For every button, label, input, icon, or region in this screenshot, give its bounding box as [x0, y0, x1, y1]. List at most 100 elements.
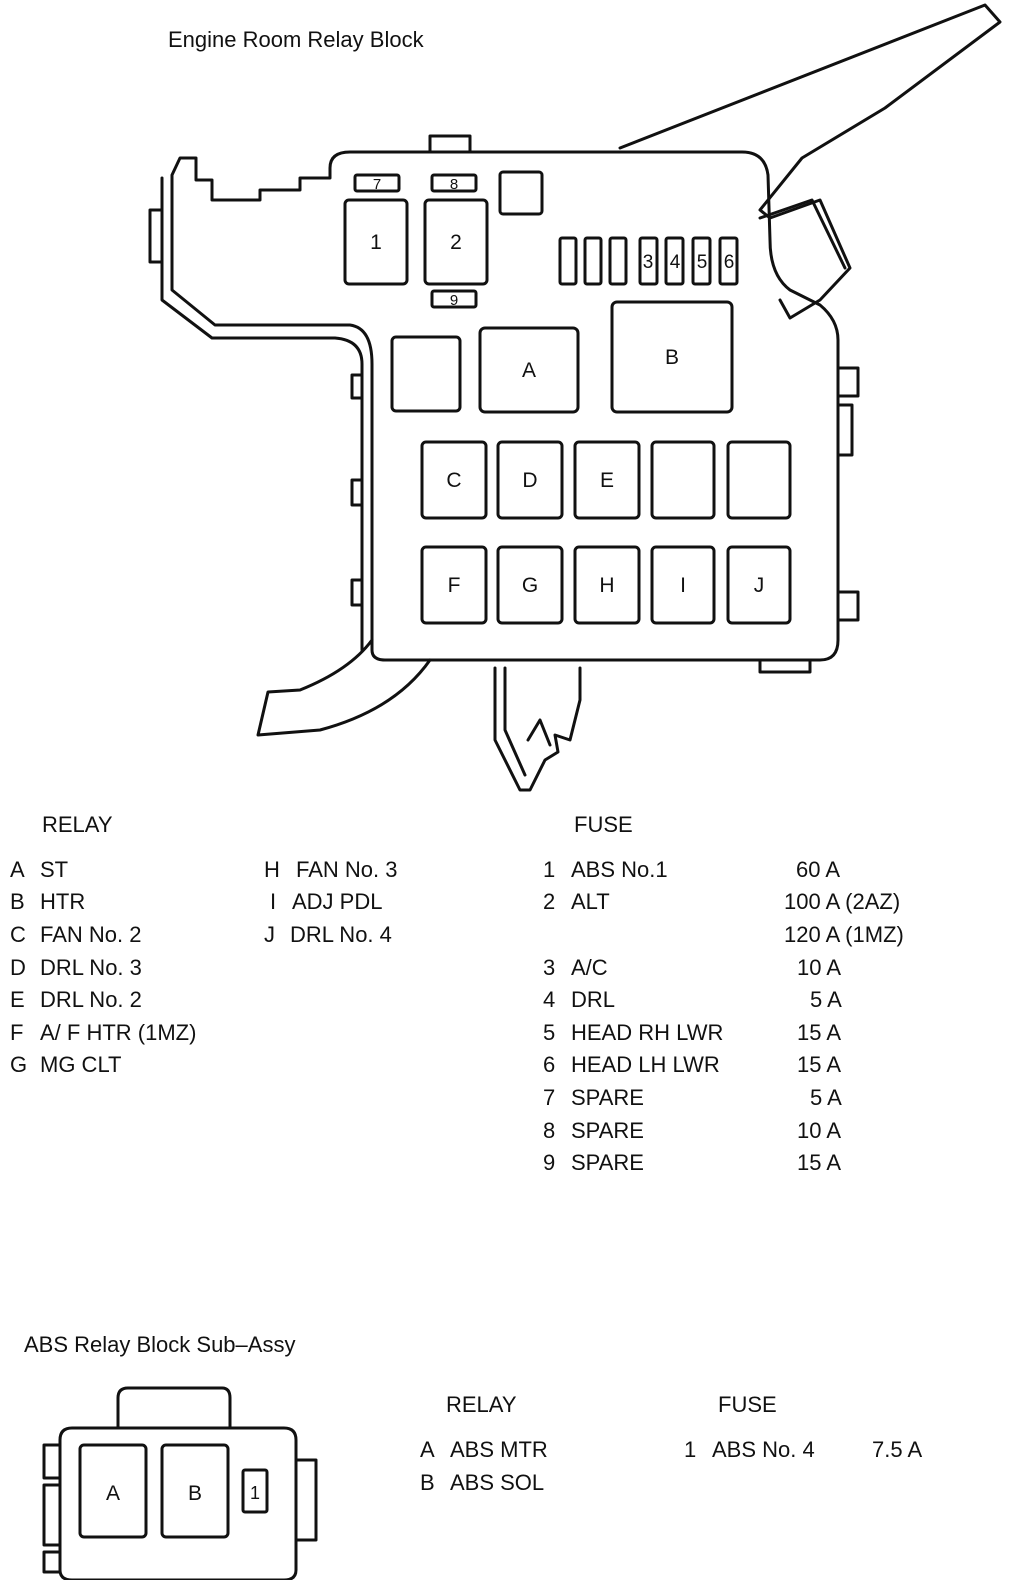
mounting-arm-inner [758, 198, 847, 270]
relay-key: B [10, 889, 25, 914]
relay-key: D [10, 955, 26, 980]
relay-key: I [270, 889, 277, 914]
relay-h-slot [573, 545, 641, 625]
relay-key: A [10, 857, 25, 882]
fuse-name: SPARE [571, 1150, 644, 1175]
relay-b-label: B [665, 346, 679, 369]
relay-name: MG CLT [40, 1052, 122, 1077]
abs-top-tab [116, 1386, 232, 1428]
empty-relay-socket-2 [650, 440, 716, 520]
abs-left-tab-3 [42, 1550, 60, 1574]
abs-block-title: ABS Relay Block Sub–Assy [24, 1332, 296, 1357]
fuse-name: ALT [571, 889, 610, 914]
fuse-1-slot [343, 198, 409, 286]
fuse-key: 4 [543, 987, 556, 1012]
fuse-name: HEAD RH LWR [571, 1020, 724, 1045]
relay-name: FAN No. 3 [296, 857, 398, 882]
fuse-7-slot [353, 173, 401, 193]
fuse-6-label: 6 [724, 252, 735, 273]
relay-name: DRL No. 3 [40, 955, 142, 980]
fuse-4-label: 4 [670, 252, 681, 273]
fuse-amps: 5 A [810, 1085, 842, 1110]
fuse-name: HEAD LH LWR [571, 1052, 720, 1077]
left-clip-3 [350, 578, 364, 607]
mini-fuse-blank-3 [608, 236, 628, 286]
abs-relay-block-diagram: A B 1 [42, 1386, 318, 1580]
relay-name: ADJ PDL [292, 889, 383, 914]
relay-j-label: J [754, 574, 765, 597]
fuse-key: 6 [543, 1052, 556, 1077]
lower-left-foot [256, 638, 432, 737]
fuse-3-label: 3 [643, 252, 654, 273]
abs-relay-a-slot [78, 1443, 148, 1539]
engine-room-relay-block-diagram: 7 8 9 1 2 3 4 5 6 A B C D E F G H I J [148, 3, 1002, 792]
fuse-amps: 100 A (2AZ) [784, 889, 901, 914]
relay-key: C [10, 922, 26, 947]
fuse-amps: 10 A [797, 1118, 842, 1143]
abs-fuse-1-label: 1 [250, 1483, 260, 1503]
fuse-name: SPARE [571, 1118, 644, 1143]
fuse-key: 5 [543, 1020, 556, 1045]
fuse-9-slot [430, 289, 478, 309]
relay-name: A/ F HTR (1MZ) [40, 1020, 197, 1045]
abs-relay-key: A [420, 1437, 435, 1462]
abs-relay-key: B [420, 1470, 435, 1495]
relay-h-label: H [599, 574, 614, 597]
fuse-2-slot [423, 198, 489, 286]
relay-c-label: C [446, 469, 461, 492]
empty-socket-top [498, 170, 544, 216]
abs-relay-heading: RELAY [446, 1392, 517, 1417]
relay-key: G [10, 1052, 28, 1077]
abs-left-tab-1 [42, 1443, 60, 1480]
relay-name: ST [40, 857, 69, 882]
fuse-1-label: 1 [370, 231, 382, 254]
fuse-8-slot [430, 173, 478, 193]
fuse-name: A/C [571, 955, 608, 980]
relay-b-slot [610, 300, 734, 414]
mini-fuse-blank-1 [558, 236, 578, 286]
relay-name: FAN No. 2 [40, 922, 142, 947]
fuse-6-slot [718, 236, 739, 286]
top-tab [428, 134, 472, 154]
abs-fuse-heading: FUSE [718, 1392, 777, 1417]
abs-relay-name: ABS SOL [450, 1470, 545, 1495]
empty-relay-socket [390, 335, 462, 413]
engine-block-title: Engine Room Relay Block [168, 27, 424, 52]
relay-a-slot [478, 326, 580, 414]
right-tab-2 [836, 403, 854, 457]
mini-fuse-blank-2 [583, 236, 603, 286]
fuse-key: 3 [543, 955, 556, 980]
bottom-connector-inner [503, 666, 527, 777]
relay-heading: RELAY [42, 812, 113, 837]
relay-d-label: D [522, 469, 537, 492]
fuse-5-slot [691, 236, 712, 286]
fuse-amps: 10 A [797, 955, 842, 980]
abs-fuse-1-slot [241, 1468, 269, 1514]
relay-name: HTR [40, 889, 86, 914]
fuse-name: DRL [571, 987, 616, 1012]
relay-key: F [10, 1020, 24, 1045]
abs-relay-name: ABS MTR [450, 1437, 548, 1462]
connector-latch [526, 718, 552, 747]
relay-key: H [264, 857, 280, 882]
relay-e-label: E [600, 469, 614, 492]
fuse-key: 1 [543, 857, 556, 882]
fuse-9-label: 9 [450, 292, 458, 309]
left-clip-2 [350, 478, 364, 507]
fuse-amps: 120 A (1MZ) [784, 922, 904, 947]
relay-f-label: F [448, 574, 461, 597]
fuse-name: SPARE [571, 1085, 644, 1110]
abs-fuse-name: ABS No. 4 [712, 1437, 815, 1462]
main-housing [170, 150, 840, 662]
abs-relay-b-slot [160, 1443, 230, 1539]
fuse-key: 2 [543, 889, 556, 914]
abs-relay-b-label: B [188, 1482, 202, 1505]
fuse-name: ABS No.1 [571, 857, 668, 882]
relay-g-slot [496, 545, 564, 625]
fuse-amps: 60 A [796, 857, 841, 882]
fuse-amps: 15 A [797, 1020, 842, 1045]
fuse-3-slot [638, 236, 659, 286]
fuse-8-label: 8 [450, 176, 458, 193]
left-rail [160, 176, 364, 652]
relay-name: DRL No. 4 [290, 922, 392, 947]
